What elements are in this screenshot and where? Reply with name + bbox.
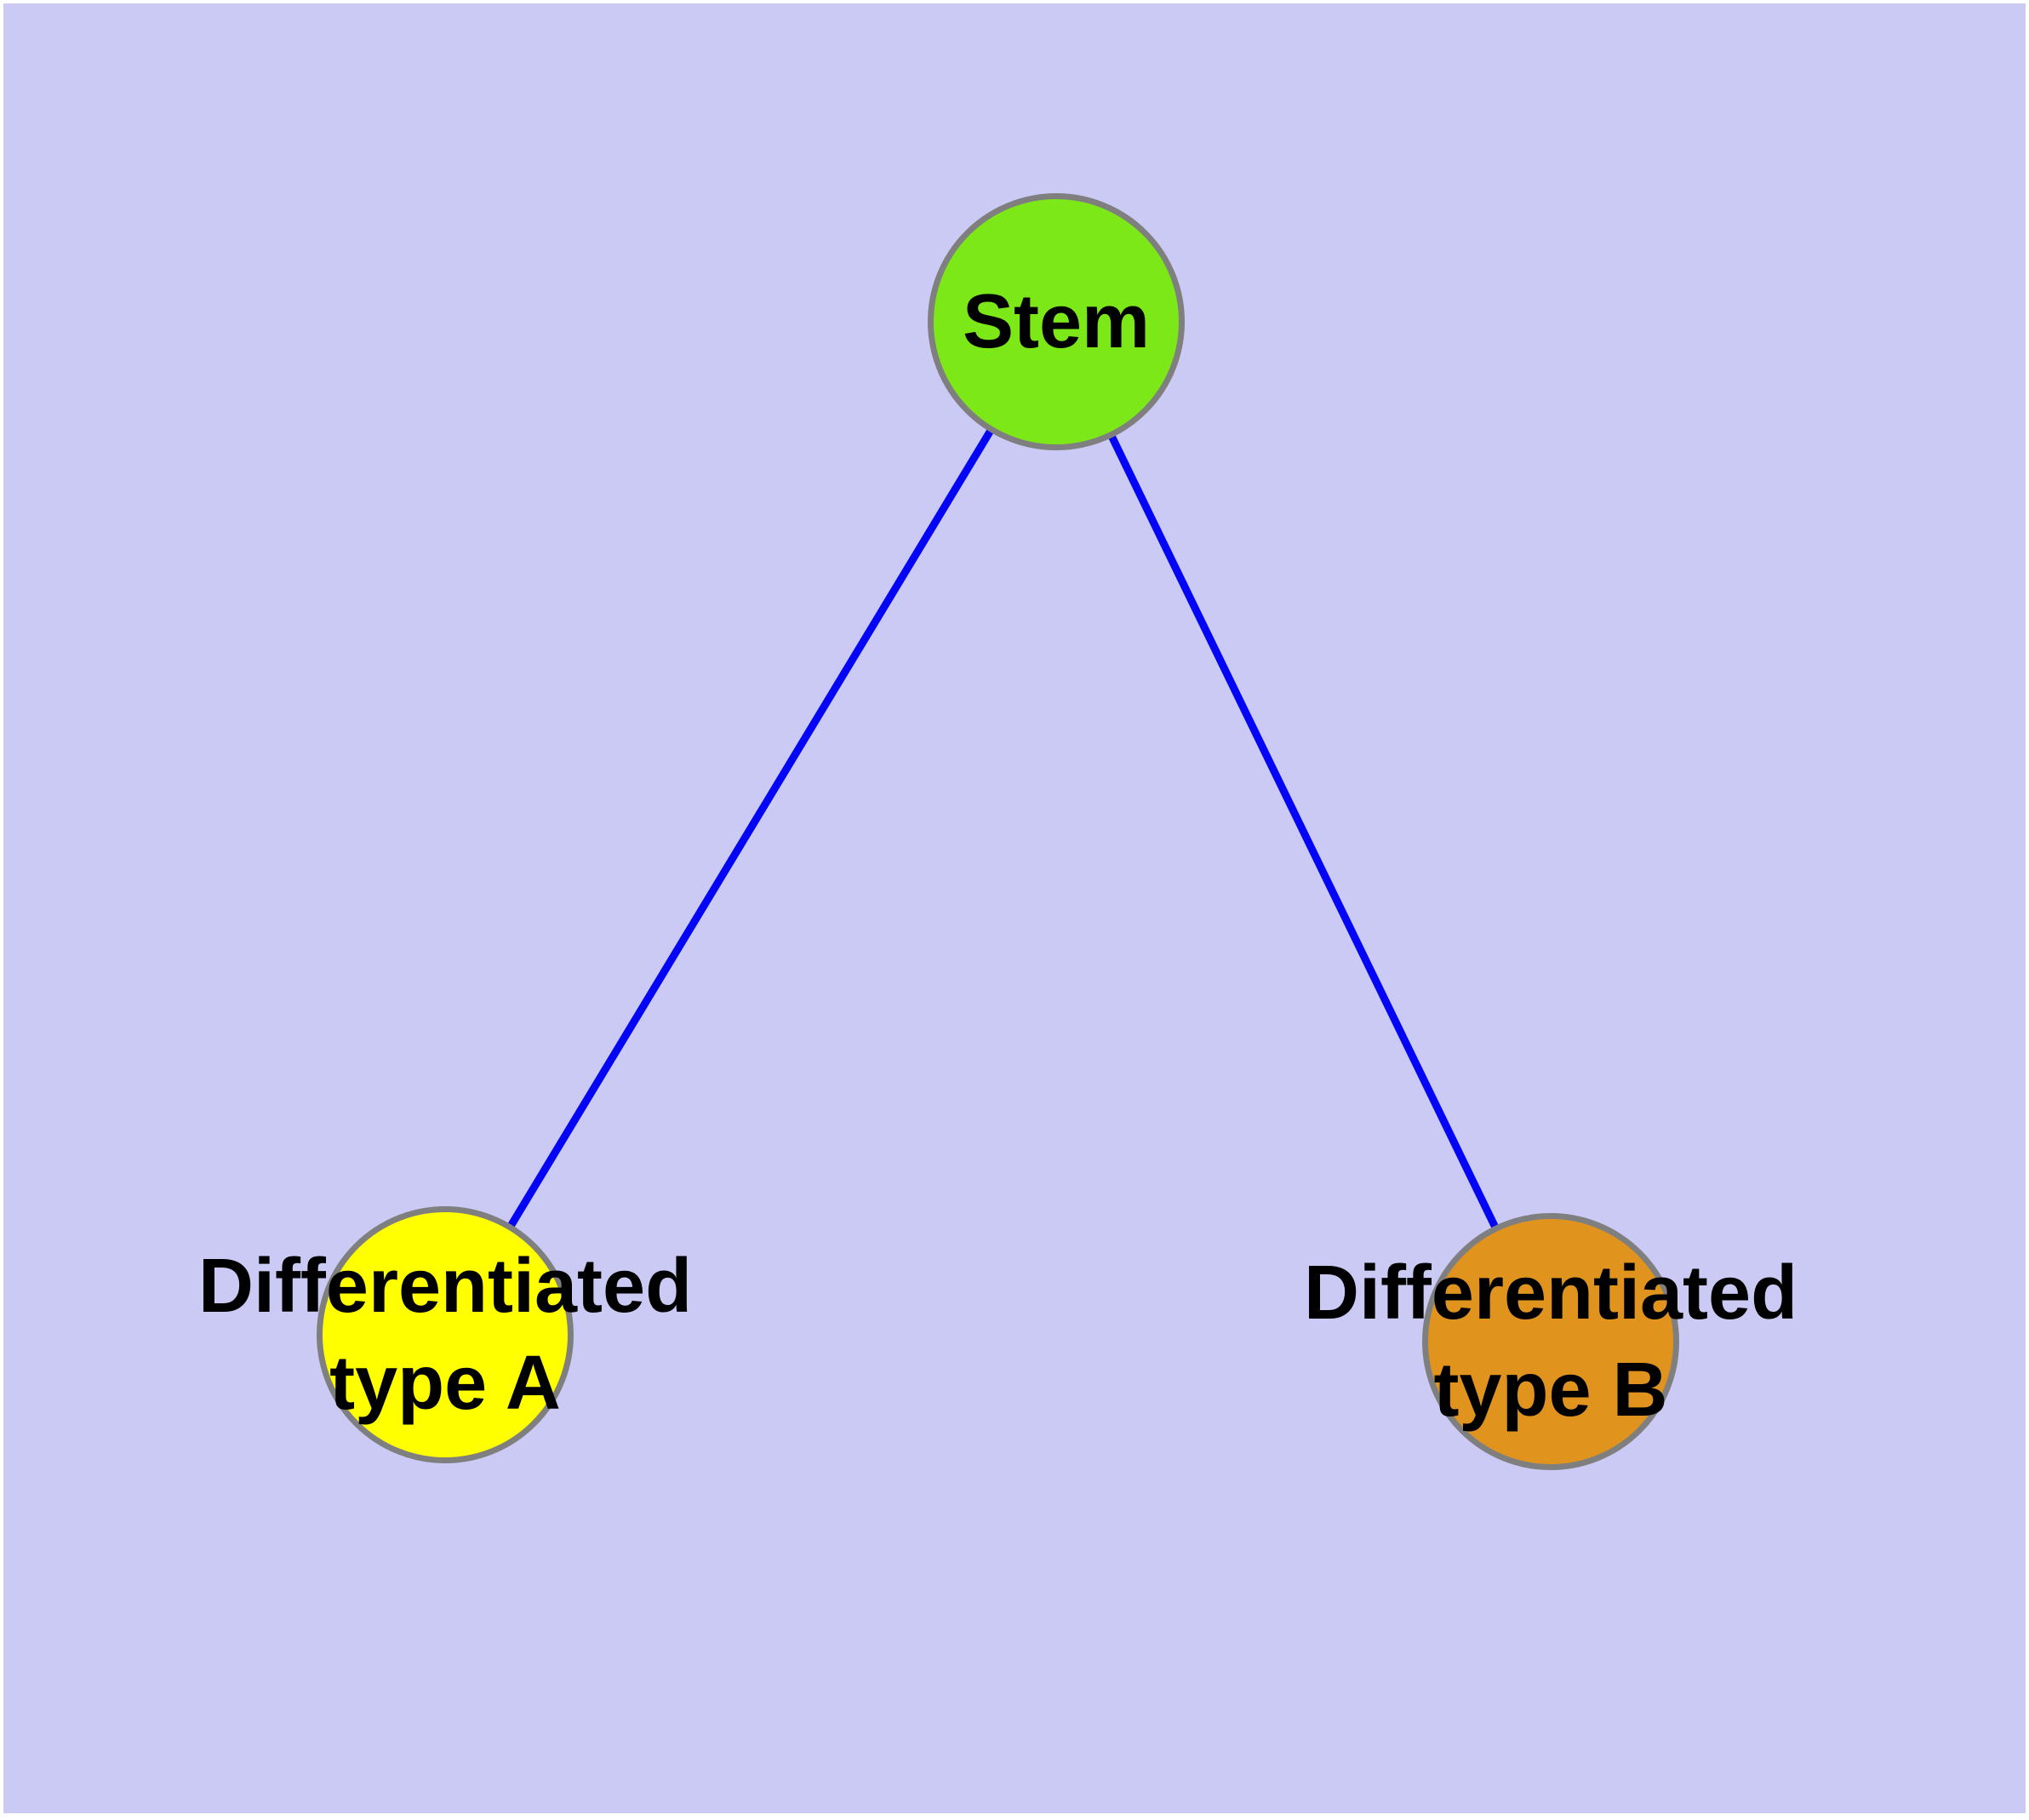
edge-stem-to-type-a — [442, 319, 1060, 1337]
edge-stem-to-type-b — [1052, 320, 1555, 1343]
node-type-b-circle — [1422, 1213, 1679, 1470]
node-stem-label-line: Stem — [962, 279, 1151, 364]
node-type-a-label-line1: Differentiated — [197, 1244, 693, 1329]
node-type-b-label-line2: type B — [1433, 1348, 1668, 1433]
node-type-a-label: Differentiated type A — [198, 1238, 692, 1432]
diagram-canvas: Stem Differentiated type A Differentiate… — [3, 3, 2026, 1813]
node-type-a-label-line2: type A — [329, 1341, 561, 1426]
edges-layer — [442, 319, 1555, 1343]
node-stem-circle — [928, 193, 1185, 450]
node-type-b-label: Differentiated type B — [1304, 1245, 1798, 1439]
node-type-a-circle — [317, 1206, 574, 1463]
node-stem-label: Stem — [963, 273, 1150, 370]
node-type-b-label-line1: Differentiated — [1303, 1251, 1798, 1336]
